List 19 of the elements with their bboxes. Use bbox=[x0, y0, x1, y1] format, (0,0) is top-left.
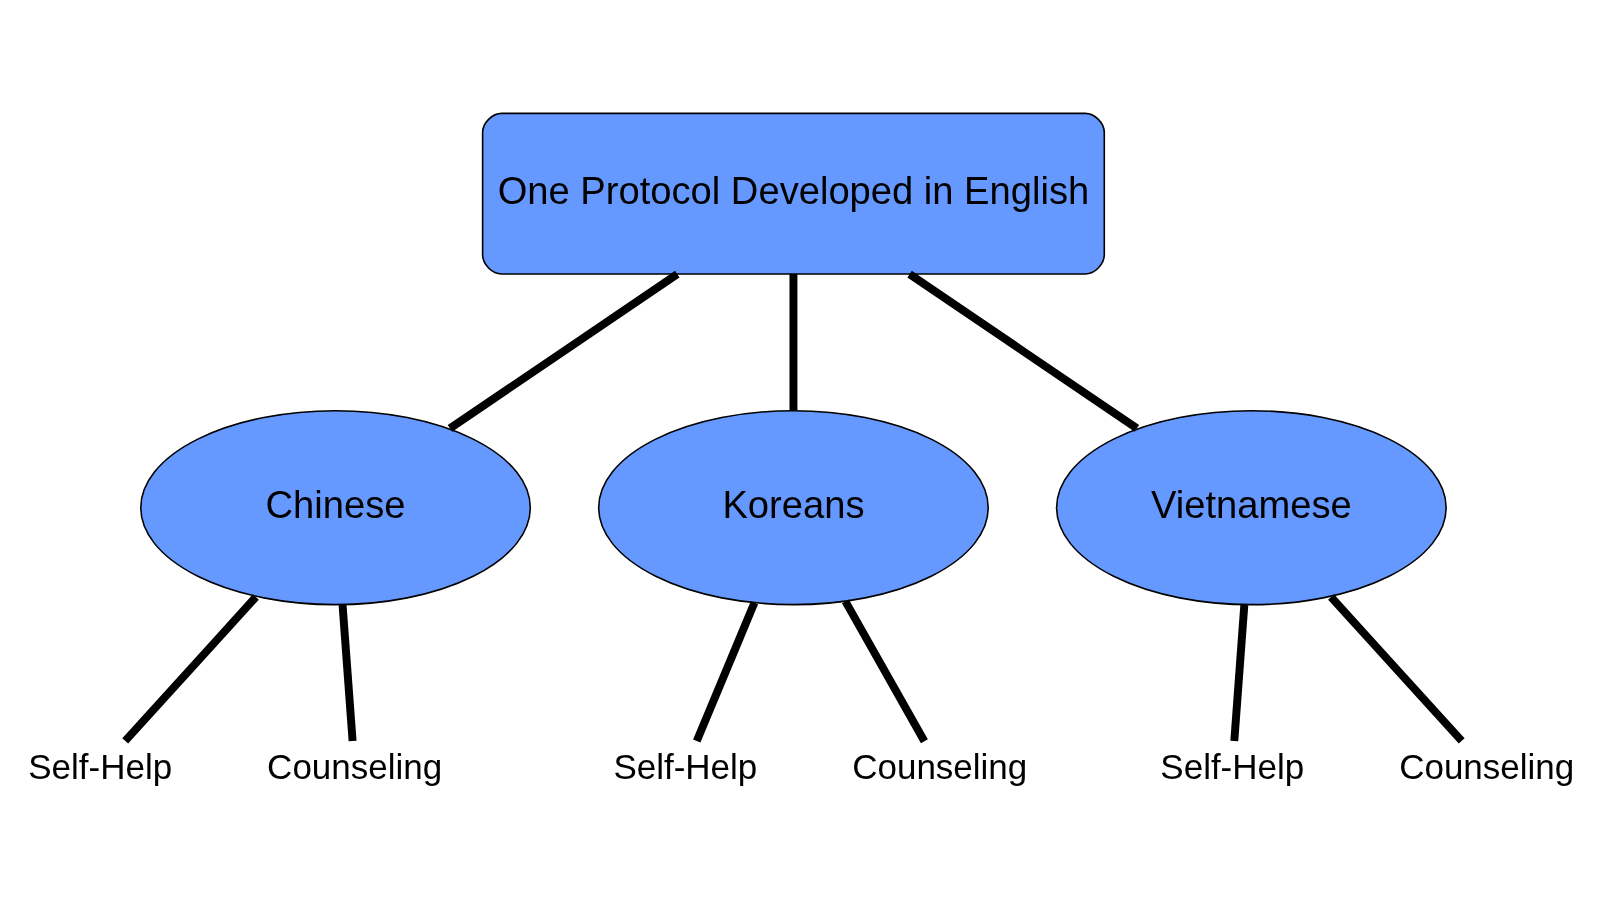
node-box: One Protocol Developed in English bbox=[481, 112, 1106, 275]
node-ellipse: Koreans bbox=[597, 409, 989, 606]
node-text: Self-Help bbox=[28, 746, 173, 786]
connector bbox=[789, 274, 798, 411]
node-ellipse: Chinese bbox=[139, 409, 532, 606]
node-text: Counseling bbox=[267, 746, 443, 786]
node-text: Self-Help bbox=[1160, 746, 1305, 786]
connector bbox=[693, 601, 759, 743]
node-text: Counseling bbox=[852, 746, 1028, 786]
node-text: Self-Help bbox=[613, 746, 758, 786]
connector bbox=[1230, 604, 1249, 742]
node-ellipse: Vietnamese bbox=[1055, 409, 1447, 606]
connector bbox=[1328, 594, 1465, 744]
connector bbox=[907, 270, 1140, 432]
connector bbox=[122, 594, 259, 744]
connector bbox=[841, 599, 928, 744]
node-text: Counseling bbox=[1399, 746, 1575, 786]
connector bbox=[447, 270, 680, 432]
connector bbox=[338, 604, 357, 742]
